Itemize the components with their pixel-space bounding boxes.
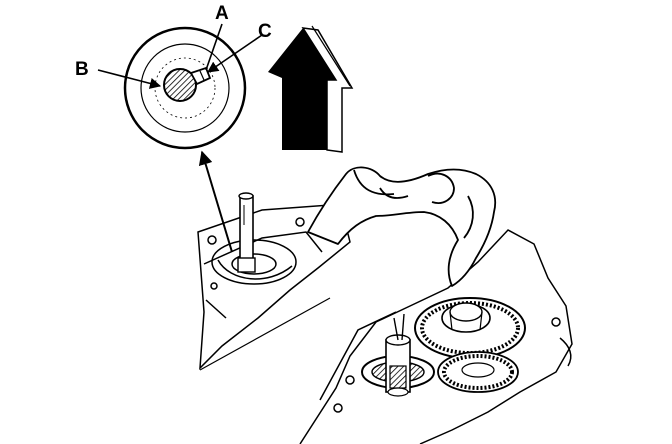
detail-pointer-arrow	[198, 150, 233, 253]
large-gear	[414, 297, 526, 359]
detail-inset	[97, 23, 263, 150]
transmission-housing	[197, 204, 351, 370]
gear-case	[299, 229, 573, 444]
callout-a: A	[215, 3, 229, 24]
base-edge-line	[199, 297, 331, 371]
callout-c: C	[258, 21, 272, 42]
leader-c	[207, 34, 263, 73]
lower-gear	[437, 351, 519, 393]
leader-b	[97, 69, 162, 89]
hand	[307, 166, 497, 287]
callout-b: B	[75, 59, 89, 80]
upward-direction-arrow	[268, 25, 354, 153]
shaft-end-detail	[163, 66, 212, 102]
bearing-assembly	[361, 313, 435, 397]
shaft	[237, 192, 256, 273]
